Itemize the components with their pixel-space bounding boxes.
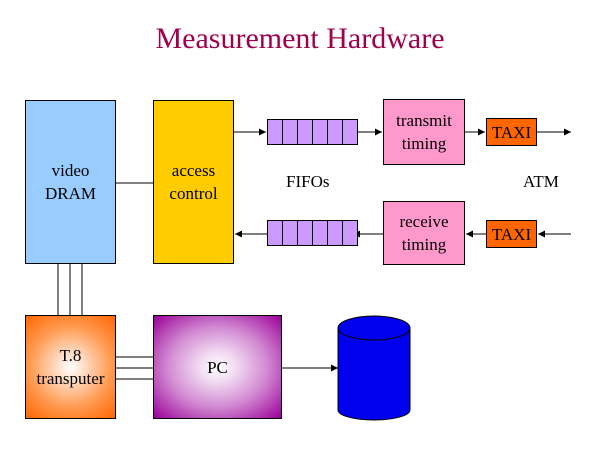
receive-timing-line-2: timing: [401, 235, 447, 254]
fifo-outgoing: [267, 119, 358, 145]
video-dram-line-1: video: [51, 161, 90, 180]
transputer-pc-bus: [116, 356, 153, 380]
receive-timing-block: receive timing: [383, 201, 465, 265]
fifo-cell: [327, 220, 343, 246]
receive-timing-line-1: receive: [399, 212, 449, 231]
transputer-line-1: T.8: [59, 346, 82, 365]
fifo-cell: [312, 119, 328, 145]
taxi-transmitter-block: TAXI: [486, 118, 537, 146]
video-dram-block: video DRAM: [25, 100, 116, 264]
fifo-incoming: [267, 220, 358, 246]
fifo-cell: [282, 220, 298, 246]
transmit-timing-line-1: transmit: [396, 111, 452, 130]
fifo-cell: [342, 220, 358, 246]
dram-transputer-bus: [57, 264, 83, 315]
fifo-cell: [297, 119, 313, 145]
transmit-timing-block: transmit timing: [383, 99, 465, 165]
access-control-line-1: access: [171, 161, 216, 180]
fifo-cell: [267, 220, 283, 246]
fifo-cell: [312, 220, 328, 246]
taxi-receiver-block: TAXI: [486, 220, 537, 248]
fifo-cell: [267, 119, 283, 145]
access-control-line-2: control: [169, 184, 218, 203]
t8-transputer-block: T.8 transputer: [25, 315, 116, 419]
pc-block: PC: [153, 315, 282, 419]
fifo-cell: [297, 220, 313, 246]
fifo-cell: [327, 119, 343, 145]
access-control-block: access control: [153, 100, 234, 264]
atm-label: ATM: [523, 172, 559, 191]
fifo-cell: [282, 119, 298, 145]
transputer-line-2: transputer: [36, 369, 105, 388]
transmit-timing-line-2: timing: [401, 134, 447, 153]
fifos-label: FIFOs: [286, 172, 330, 191]
diagram-title: Measurement Hardware: [155, 22, 445, 55]
video-dram-line-2: DRAM: [44, 184, 96, 203]
fifo-cell: [342, 119, 358, 145]
disk-storage-icon: [337, 315, 411, 421]
